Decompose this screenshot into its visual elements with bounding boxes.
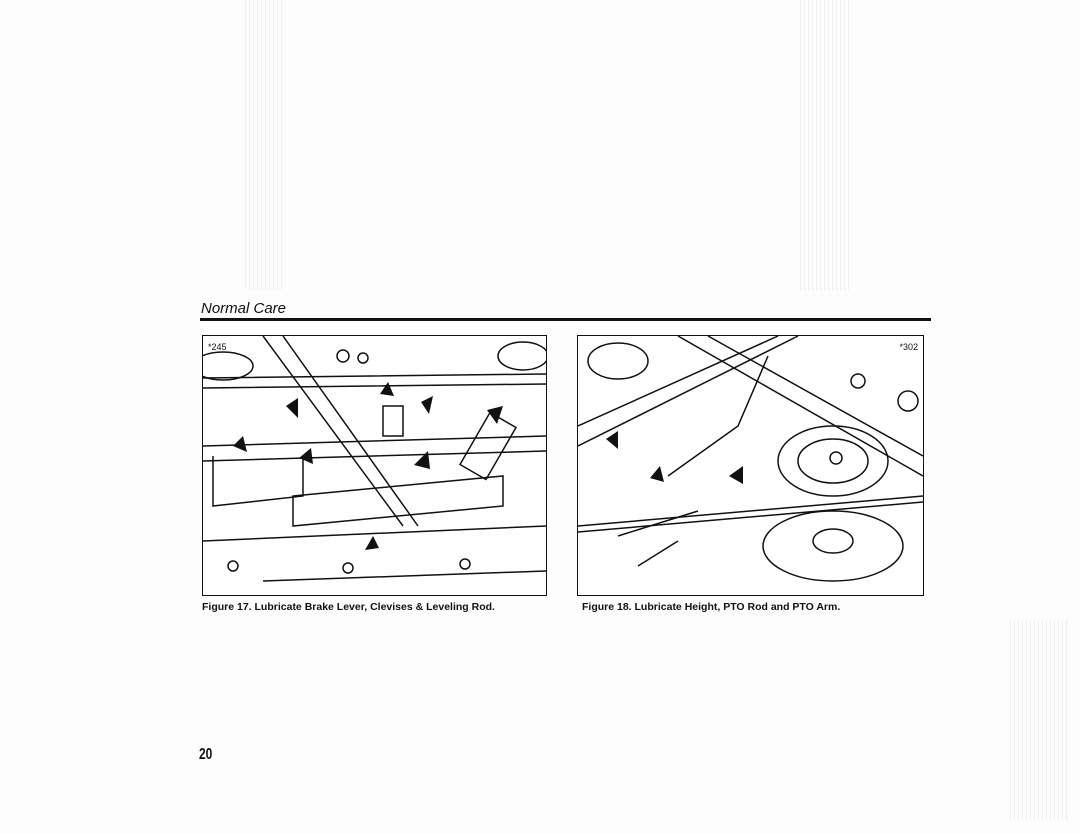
figure-18-caption: Figure 18. Lubricate Height, PTO Rod and…: [582, 601, 841, 613]
section-rule: [200, 318, 931, 321]
pto-linkage-drawing: [578, 336, 923, 582]
scan-noise: [800, 0, 850, 290]
mower-deck-linkage-drawing: [203, 336, 546, 582]
scan-noise: [245, 0, 285, 290]
figure-ref-number: *302: [899, 342, 918, 352]
scan-noise: [1010, 620, 1070, 820]
page-number: 20: [199, 746, 213, 763]
section-title: Normal Care: [201, 300, 287, 317]
lubrication-point-markers: [606, 431, 743, 484]
figure-17-caption: Figure 17. Lubricate Brake Lever, Clevis…: [202, 601, 495, 613]
figure-ref-number: *245: [208, 342, 227, 352]
lubrication-point-markers: [233, 382, 503, 550]
figure-17-illustration: *245: [202, 335, 547, 596]
figure-18-illustration: *302: [577, 335, 924, 596]
